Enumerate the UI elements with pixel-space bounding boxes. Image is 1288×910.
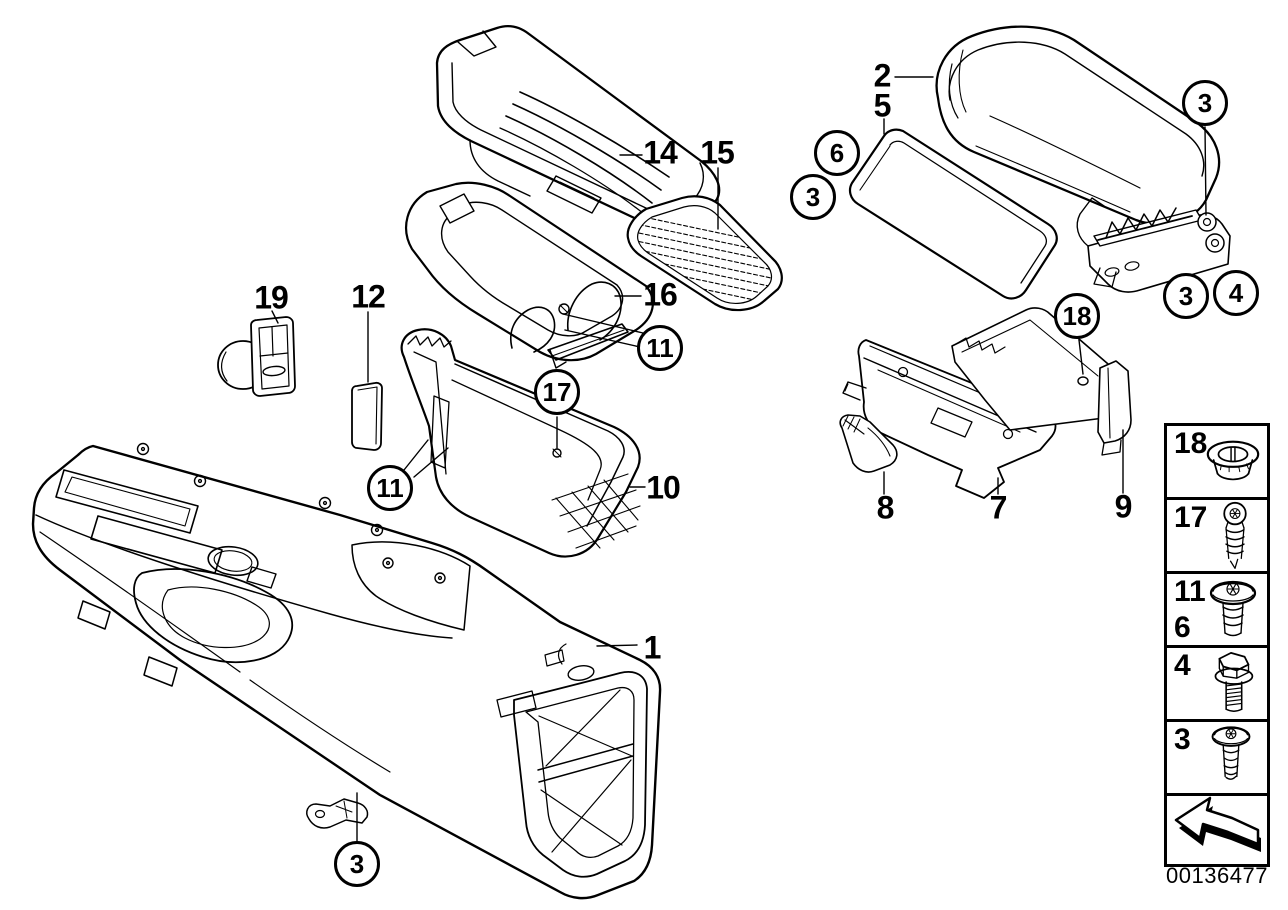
- legend-row-4: 4: [1164, 645, 1270, 722]
- part-16-armrest-frame: [405, 181, 654, 369]
- legend-row-11-6: 11 6: [1164, 571, 1270, 648]
- callout-circle-3-lid[interactable]: 3: [790, 174, 836, 220]
- callout-12[interactable]: 12: [351, 278, 386, 315]
- legend-label-4: 4: [1174, 649, 1191, 682]
- callout-1[interactable]: 1: [643, 629, 662, 666]
- direction-arrow-icon: [1174, 796, 1261, 852]
- callout-8[interactable]: 8: [876, 489, 895, 526]
- part-12-insert: [351, 381, 383, 451]
- legend-label-11: 11: [1174, 575, 1206, 608]
- legend-label-17: 17: [1174, 501, 1208, 534]
- hex-flange-bolt-icon: [1214, 651, 1254, 712]
- legend-row-arrow: [1164, 793, 1270, 867]
- callout-9[interactable]: 9: [1114, 488, 1133, 525]
- legend-row-3: 3: [1164, 719, 1270, 796]
- callout-15[interactable]: 15: [700, 134, 735, 171]
- flange-nut-icon: [1206, 440, 1260, 480]
- part-10-storage-tray: [400, 328, 641, 558]
- callout-circle-11-console[interactable]: 11: [367, 465, 413, 511]
- callout-circle-3-hinge[interactable]: 3: [1182, 80, 1228, 126]
- callout-circle-4[interactable]: 4: [1213, 270, 1259, 316]
- pan-head-screw-icon: [1223, 501, 1247, 569]
- part-14-armrest-upper-cover: [435, 25, 721, 229]
- callout-19[interactable]: 19: [254, 279, 289, 316]
- callout-circle-17[interactable]: 17: [534, 369, 580, 415]
- callout-5[interactable]: 5: [873, 87, 892, 124]
- callout-14[interactable]: 14: [643, 134, 678, 171]
- leader-lines: [271, 76, 1207, 842]
- legend-label-6: 6: [1174, 611, 1191, 644]
- part-9-carrier-plate-bracket: [951, 307, 1132, 456]
- legend-row-18: 18: [1164, 423, 1270, 500]
- flange-screw-icon: [1211, 725, 1251, 780]
- callout-circle-3-bracket[interactable]: 3: [334, 841, 380, 887]
- part-1-console-body: [31, 442, 662, 900]
- legend-label-18: 18: [1174, 427, 1208, 460]
- part-2-armrest-lid: [935, 25, 1221, 226]
- legend-row-17: 17: [1164, 497, 1270, 574]
- callout-circle-6[interactable]: 6: [814, 130, 860, 176]
- callout-circle-18[interactable]: 18: [1054, 293, 1100, 339]
- callout-circle-3-ear[interactable]: 3: [1163, 273, 1209, 319]
- diagram-image-number: 00136477: [1166, 863, 1268, 888]
- part-5-lid-liner: [848, 128, 1058, 300]
- callout-circle-11-frame[interactable]: 11: [637, 325, 683, 371]
- part-19-socket: [217, 316, 296, 397]
- part-8-lever: [839, 414, 898, 473]
- legend-label-3: 3: [1174, 723, 1191, 756]
- fastener-legend: 18 17 11 6: [1164, 423, 1270, 867]
- part-bracket-small: [306, 798, 369, 829]
- flange-screw-icon: [1209, 580, 1257, 636]
- part-hinge-mechanism: [1076, 197, 1231, 293]
- callout-2[interactable]: 2: [873, 57, 892, 94]
- callout-16[interactable]: 16: [643, 276, 678, 313]
- callout-7[interactable]: 7: [989, 489, 1008, 526]
- callout-10[interactable]: 10: [646, 469, 681, 506]
